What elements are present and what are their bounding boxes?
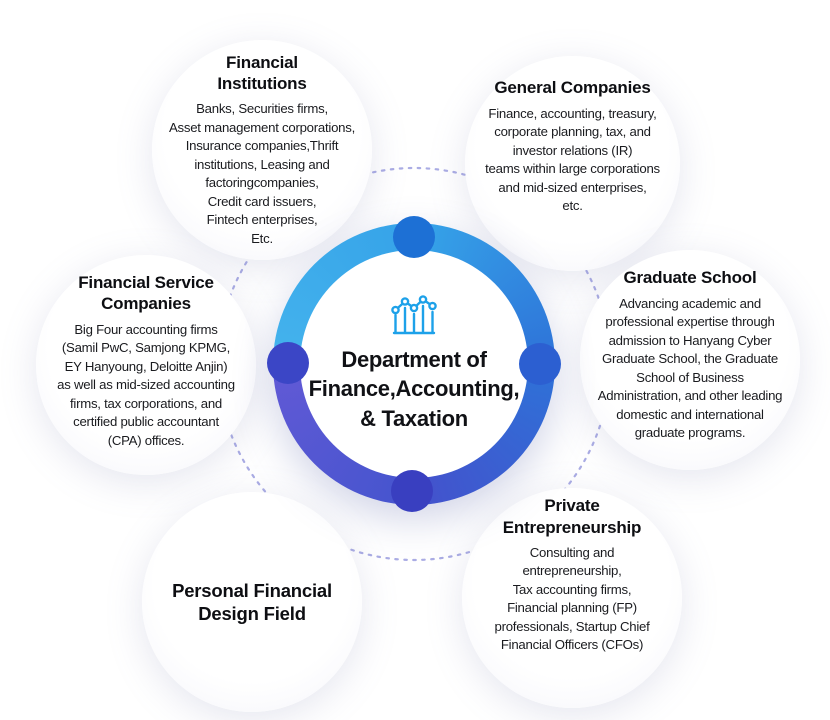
- hub-node-dot-right: [519, 343, 561, 385]
- node-graduate-school: Graduate School Advancing academic and p…: [580, 250, 800, 470]
- node-financial-service-companies: Financial Service Companies Big Four acc…: [36, 255, 256, 475]
- combo-chart-icon: [391, 295, 437, 335]
- node-body: Finance, accounting, treasury, corporate…: [485, 105, 660, 214]
- hub-gradient-ring: Department of Finance,Accounting, & Taxa…: [273, 223, 555, 505]
- node-body: Banks, Securities firms, Asset managemen…: [168, 101, 356, 246]
- hub-node-dot-left: [267, 342, 309, 384]
- node-body: Big Four accounting firms (Samil PwC, Sa…: [57, 321, 235, 448]
- node-title: Personal Financial Design Field: [172, 579, 332, 624]
- node-personal-financial-design-field: Personal Financial Design Field: [142, 492, 362, 712]
- node-financial-institutions: Financial Institutions Banks, Securities…: [152, 40, 372, 260]
- node-title: Financial Service Companies: [78, 272, 214, 314]
- node-general-companies: General Companies Finance, accounting, t…: [465, 56, 680, 271]
- node-body: Advancing academic and professional expe…: [597, 295, 783, 441]
- node-title: Private Entrepreneurship: [502, 496, 642, 537]
- hub-node-dot-bottom: [391, 470, 433, 512]
- node-private-entrepreneurship: Private Entrepreneurship Consulting and …: [462, 488, 682, 708]
- node-title: Graduate School: [623, 268, 757, 288]
- node-body: Consulting and entrepreneurship, Tax acc…: [494, 544, 650, 653]
- hub-inner-circle: Department of Finance,Accounting, & Taxa…: [300, 250, 528, 478]
- node-title: General Companies: [494, 78, 651, 98]
- hub-node-dot-top: [393, 216, 435, 258]
- node-title: Financial Institutions: [217, 52, 307, 94]
- hub-title: Department of Finance,Accounting, & Taxa…: [308, 347, 520, 431]
